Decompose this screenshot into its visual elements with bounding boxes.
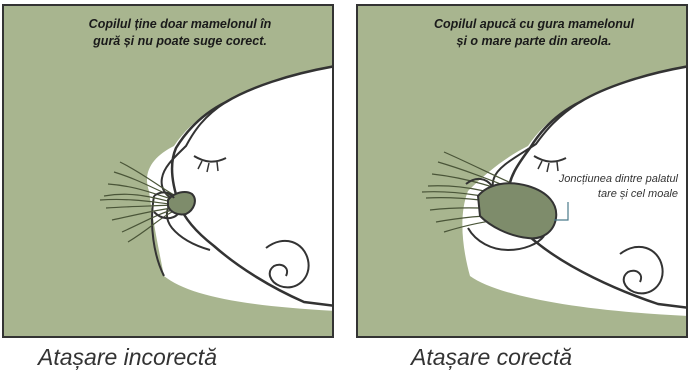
- incorrect-latch-panel: Copilul ține doar mamelonul în gură și n…: [2, 4, 334, 338]
- incorrect-latch-illustration: [4, 6, 334, 338]
- correct-latch-note: Copilul apucă cu gura mamelonul și o mar…: [388, 16, 680, 50]
- incorrect-latch-note: Copilul ține doar mamelonul în gură și n…: [34, 16, 326, 50]
- palate-junction-label: Joncțiunea dintre palatul tare și cel mo…: [514, 172, 678, 202]
- correct-latch-panel: Copilul apucă cu gura mamelonul și o mar…: [356, 4, 688, 338]
- incorrect-latch-caption: Atașare incorectă: [38, 344, 217, 371]
- correct-latch-caption: Atașare corectă: [411, 344, 572, 371]
